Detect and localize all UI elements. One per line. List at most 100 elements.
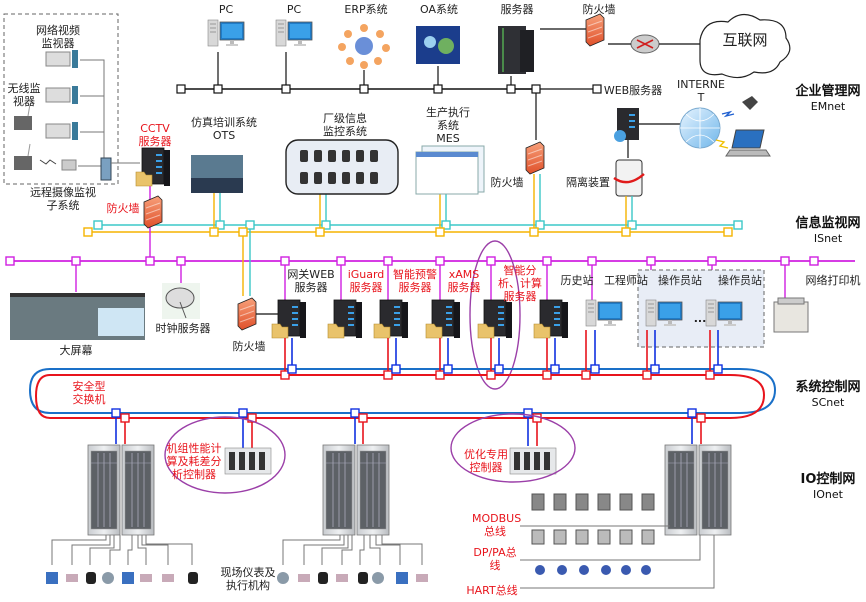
- xams-server-icon[interactable]: [425, 299, 461, 339]
- analysis-label: 智能分 析、计算 服务器: [498, 264, 542, 303]
- wireless-camera-icon[interactable]: [14, 143, 32, 170]
- io-cabinet[interactable]: [322, 444, 390, 536]
- wireless-camera-icon[interactable]: [14, 103, 32, 130]
- isnet-nodes: [5, 220, 819, 266]
- scnet-name: 系统控制网: [795, 380, 861, 395]
- highlight-ellipse: [469, 240, 521, 390]
- plant-monitor-system-icon[interactable]: [285, 139, 399, 195]
- bus-devices[interactable]: [531, 493, 655, 575]
- laptop-icon[interactable]: [715, 129, 771, 157]
- modbus-label: MODBUS 总线: [472, 512, 522, 538]
- ots-label: 仿真培训系统 OTS: [191, 116, 257, 142]
- scnet-code: SCnet: [811, 396, 845, 409]
- big-screen-display: [10, 293, 145, 340]
- camera-icon[interactable]: [45, 50, 78, 68]
- hart-label: HART总线: [466, 584, 518, 597]
- pc-icon[interactable]: [207, 19, 245, 47]
- oa-icon[interactable]: [416, 26, 460, 64]
- isolation-label: 隔离装置: [566, 176, 610, 189]
- engineer-label: 工程师站: [604, 274, 648, 287]
- operator-label: 操作员站: [658, 274, 702, 287]
- mobile-phone-icon[interactable]: [721, 96, 758, 118]
- field-wiring: [51, 525, 715, 589]
- web-server-icon[interactable]: [614, 108, 639, 142]
- router-icon[interactable]: [630, 34, 660, 54]
- xams-label: xAMS 服务器: [447, 268, 481, 294]
- firewall-label: 防火墙: [232, 340, 266, 353]
- video-monitor-label: 网络视频 监视器: [36, 24, 80, 50]
- isnet-code: ISnet: [813, 232, 843, 245]
- big-screen-label: 大屏幕: [59, 344, 93, 357]
- dppa-label: DP/PA总 线: [473, 546, 517, 572]
- camera-icon[interactable]: [45, 86, 78, 104]
- network-switch-icon[interactable]: [100, 157, 112, 181]
- time-server-label: 时钟服务器: [155, 322, 211, 335]
- oa-label: OA系统: [420, 3, 458, 16]
- printer-label: 网络打印机: [805, 274, 861, 287]
- safe-switch-label: 安全型 交换机: [72, 380, 106, 406]
- firewall-icon[interactable]: [585, 13, 605, 47]
- network-printer-icon[interactable]: [773, 297, 809, 333]
- analysis-server-icon[interactable]: [477, 299, 513, 339]
- scnet-drops: [115, 330, 719, 450]
- erp-icon[interactable]: [338, 24, 390, 69]
- iguard-label: iGuard 服务器: [347, 268, 385, 294]
- iguard-server-icon[interactable]: [327, 299, 363, 339]
- internet-cloud-icon: [699, 13, 791, 79]
- mes-screenshot[interactable]: [415, 145, 485, 195]
- scnet-ring-red: [34, 374, 766, 419]
- opt-controller-icon[interactable]: [509, 447, 557, 475]
- io-cabinet[interactable]: [664, 444, 732, 536]
- remote-subsystem-label: 远程摄像监视 子系统: [30, 186, 96, 212]
- emnet-name: 企业管理网: [795, 84, 861, 99]
- wireless-ap-icon[interactable]: [61, 159, 77, 171]
- alarm-label: 智能预警 服务器: [393, 268, 437, 294]
- emnet-nodes: [176, 84, 602, 94]
- cctv-label: CCTV 服务器: [138, 122, 172, 148]
- engineer-station-icon[interactable]: [585, 299, 623, 327]
- gateway-web-label: 网关WEB 服务器: [287, 268, 335, 294]
- history-station-icon[interactable]: [533, 299, 569, 339]
- ionet-code: IOnet: [813, 488, 843, 501]
- server-rack-icon[interactable]: [498, 26, 534, 74]
- isolation-device-icon[interactable]: [613, 159, 645, 197]
- perf-controller-icon[interactable]: [224, 447, 272, 475]
- scnet-nodes: [111, 364, 723, 423]
- alarm-server-icon[interactable]: [373, 299, 409, 339]
- cctv-server-icon[interactable]: [135, 147, 171, 187]
- camera-icon[interactable]: [45, 122, 78, 140]
- internet-cloud-label: 互联网: [722, 31, 768, 49]
- wireless-monitor-label: 无线监 视器: [7, 82, 41, 108]
- ots-photo: [191, 155, 243, 193]
- internet-globe-icon: [679, 107, 721, 149]
- firewall-icon[interactable]: [143, 195, 163, 229]
- pc-icon[interactable]: [275, 19, 313, 47]
- pc-label: PC: [286, 3, 302, 16]
- remote-camera-subsystem-box: [3, 13, 119, 185]
- gateway-web-server-icon[interactable]: [271, 299, 307, 339]
- scnet-ring-blue: [28, 368, 777, 414]
- server-label: 服务器: [500, 3, 534, 16]
- ionet-name: IO控制网: [800, 472, 856, 487]
- firewall-icon[interactable]: [525, 141, 545, 175]
- opt-controller-label: 优化专用 控制器: [464, 448, 508, 474]
- erp-label: ERP系统: [344, 3, 388, 16]
- firewall-icon[interactable]: [237, 297, 257, 331]
- internet-label: INTERNE T: [677, 78, 725, 104]
- field-instruments[interactable]: [46, 572, 428, 584]
- io-cabinet[interactable]: [87, 444, 155, 536]
- isnet-name: 信息监视网: [795, 216, 861, 231]
- history-label: 历史站: [560, 274, 594, 287]
- firewall-label: 防火墙: [582, 3, 616, 16]
- mes-label: 生产执行 系统 MES: [426, 106, 470, 145]
- operator-label: 操作员站: [718, 274, 762, 287]
- highlight-ellipse: [164, 416, 286, 494]
- plant-monitor-label: 厂级信息 监控系统: [323, 112, 367, 138]
- satellite-dish-icon[interactable]: [162, 283, 200, 319]
- emnet-code: EMnet: [810, 100, 846, 113]
